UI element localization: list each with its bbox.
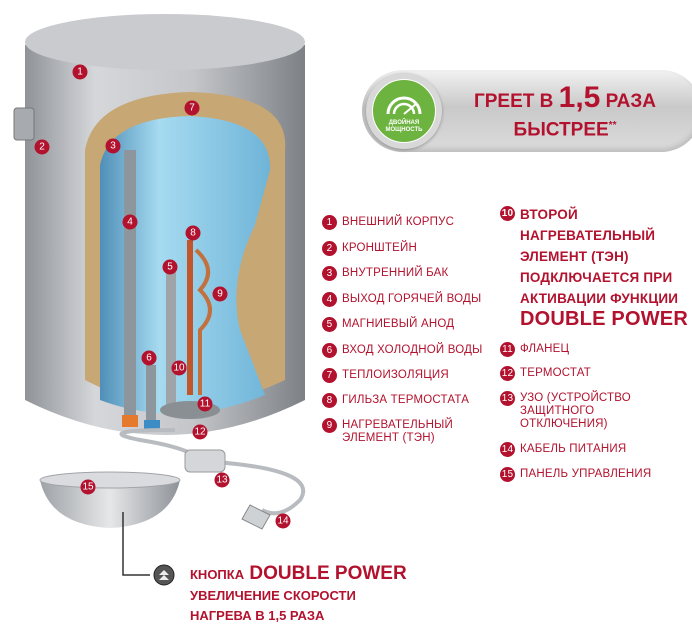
marker-6: 6 [141,350,157,366]
inner-tank [100,116,271,414]
legend-emphasis: DOUBLE POWER [520,308,688,330]
legend-number: 10 [500,206,515,221]
legend-label: ВХОД ХОЛОДНОЙ ВОДЫ [342,344,483,356]
speedometer-icon [386,96,422,115]
marker-13: 13 [214,472,230,488]
marker-10: 10 [171,360,187,376]
legend-item-8: 8 ГИЛЬЗА ТЕРМОСТАТА [322,393,470,408]
legend-number: 1 [322,215,337,230]
headline-post: РАЗА [605,91,657,112]
legend-item-12: 12 ТЕРМОСТАТ [500,366,591,381]
legend-number: 11 [500,342,515,357]
legend-item-6: 6 ВХОД ХОЛОДНОЙ ВОДЫ [322,343,483,358]
badge-line1: ДВОЙНАЯ [388,120,420,126]
headline-line2: БЫСТРЕЕ [513,119,609,141]
marker-5: 5 [162,259,178,275]
anode [166,265,176,405]
legend-item-2: 2 КРОНШТЕЙН [322,241,417,256]
legend-number: 7 [322,368,337,383]
legend-number: 13 [500,391,515,406]
cold-water-pipe [146,365,156,425]
legend-label: ФЛАНЕЦ [520,343,570,355]
marker-2: 2 [34,139,50,155]
callout-line3: НАГРЕВА В 1,5 РАЗА [190,608,325,623]
callout-line2: УВЕЛИЧЕНИЕ СКОРОСТИ [190,588,356,603]
marker-12: 12 [192,424,208,440]
double-power-button-icon [153,564,175,586]
legend-number: 6 [322,343,337,358]
marker-8: 8 [185,225,201,241]
marker-4: 4 [122,214,138,230]
legend-label: ВЫХОД ГОРЯЧЕЙ ВОДЫ [342,293,482,305]
legend-label: ТЕРМОСТАТ [520,367,591,379]
footnote-mark: ** [608,120,617,131]
legend-item-1: 1 ВНЕШНИЙ КОРПУС [322,215,455,230]
legend-item-13: 13 УЗО (УСТРОЙСТВО ЗАЩИТНОГО ОТКЛЮЧЕНИЯ) [500,391,650,431]
legend-item-14: 14 КАБЕЛЬ ПИТАНИЯ [500,442,627,457]
legend-label: ВНЕШНИЙ КОРПУС [342,216,455,228]
legend-item-10: 10 ВТОРОЙ НАГРЕВАТЕЛЬНЫЙ ЭЛЕМЕНТ (ТЭН) ПО… [500,204,692,331]
legend-label: ВТОРОЙ НАГРЕВАТЕЛЬНЫЙ ЭЛЕМЕНТ (ТЭН) ПОДК… [520,207,679,306]
marker-14: 14 [275,513,291,529]
legend-item-9: 9 НАГРЕВАТЕЛЬНЫЙ ЭЛЕМЕНТ (ТЭН) [322,418,472,445]
rcd-device [184,449,226,473]
legend-label: МАГНИЕВЫЙ АНОД [342,318,455,330]
headline-pre: ГРЕЕТ В [473,91,554,112]
marker-9: 9 [212,286,228,302]
legend-item-3: 3 ВНУТРЕННИЙ БАК [322,266,449,281]
banner-headline: ГРЕЕТ В 1,5 РАЗА БЫСТРЕЕ** [445,83,685,142]
callout-prefix: КНОПКА [190,567,245,582]
legend-label: НАГРЕВАТЕЛЬНЫЙ ЭЛЕМЕНТ (ТЭН) [342,419,453,444]
thermostat-sleeve [187,240,193,395]
heating-element [194,248,212,395]
legend-number: 15 [500,467,515,482]
callout-line [122,512,150,576]
bracket [13,107,35,141]
hot-water-pipe [124,150,136,425]
legend-number: 8 [322,393,337,408]
legend-label: КРОНШТЕЙН [342,242,417,254]
marker-3: 3 [105,138,121,154]
legend-item-15: 15 ПАНЕЛЬ УПРАВЛЕНИЯ [500,467,652,482]
legend-number: 9 [322,418,337,433]
badge-line2: МОЩНОСТЬ [385,127,423,133]
legend-item-5: 5 МАГНИЕВЫЙ АНОД [322,317,455,332]
legend-number: 12 [500,366,515,381]
badge-inner [372,79,436,143]
legend-number: 2 [322,241,337,256]
legend-label: КАБЕЛЬ ПИТАНИЯ [520,443,627,455]
power-plug [241,504,271,530]
marker-1: 1 [72,64,88,80]
legend-number: 3 [322,266,337,281]
headline-number: 1,5 [558,81,601,114]
button-callout: КНОПКА DOUBLE POWER УВЕЛИЧЕНИЕ СКОРОСТИ … [190,563,407,626]
legend-label: ГИЛЬЗА ТЕРМОСТАТА [342,394,470,406]
callout-button-name: DOUBLE POWER [249,563,407,584]
badge-label: ДВОЙНАЯ МОЩНОСТЬ [372,120,436,134]
marker-7: 7 [184,100,200,116]
marker-15: 15 [80,479,96,495]
legend-number: 5 [322,317,337,332]
legend-label: ПАНЕЛЬ УПРАВЛЕНИЯ [520,468,652,480]
legend-item-4: 4 ВЫХОД ГОРЯЧЕЙ ВОДЫ [322,292,482,307]
legend-label: ВНУТРЕННИЙ БАК [342,267,449,279]
marker-11: 11 [197,396,213,412]
legend-label: ТЕПЛОИЗОЛЯЦИЯ [342,369,449,381]
legend-number: 4 [322,292,337,307]
legend-item-7: 7 ТЕПЛОИЗОЛЯЦИЯ [322,368,449,383]
legend-item-11: 11 ФЛАНЕЦ [500,342,570,357]
legend-number: 14 [500,442,515,457]
legend-label: УЗО (УСТРОЙСТВО ЗАЩИТНОГО ОТКЛЮЧЕНИЯ) [520,392,631,430]
water-heater-illustration [13,14,306,576]
